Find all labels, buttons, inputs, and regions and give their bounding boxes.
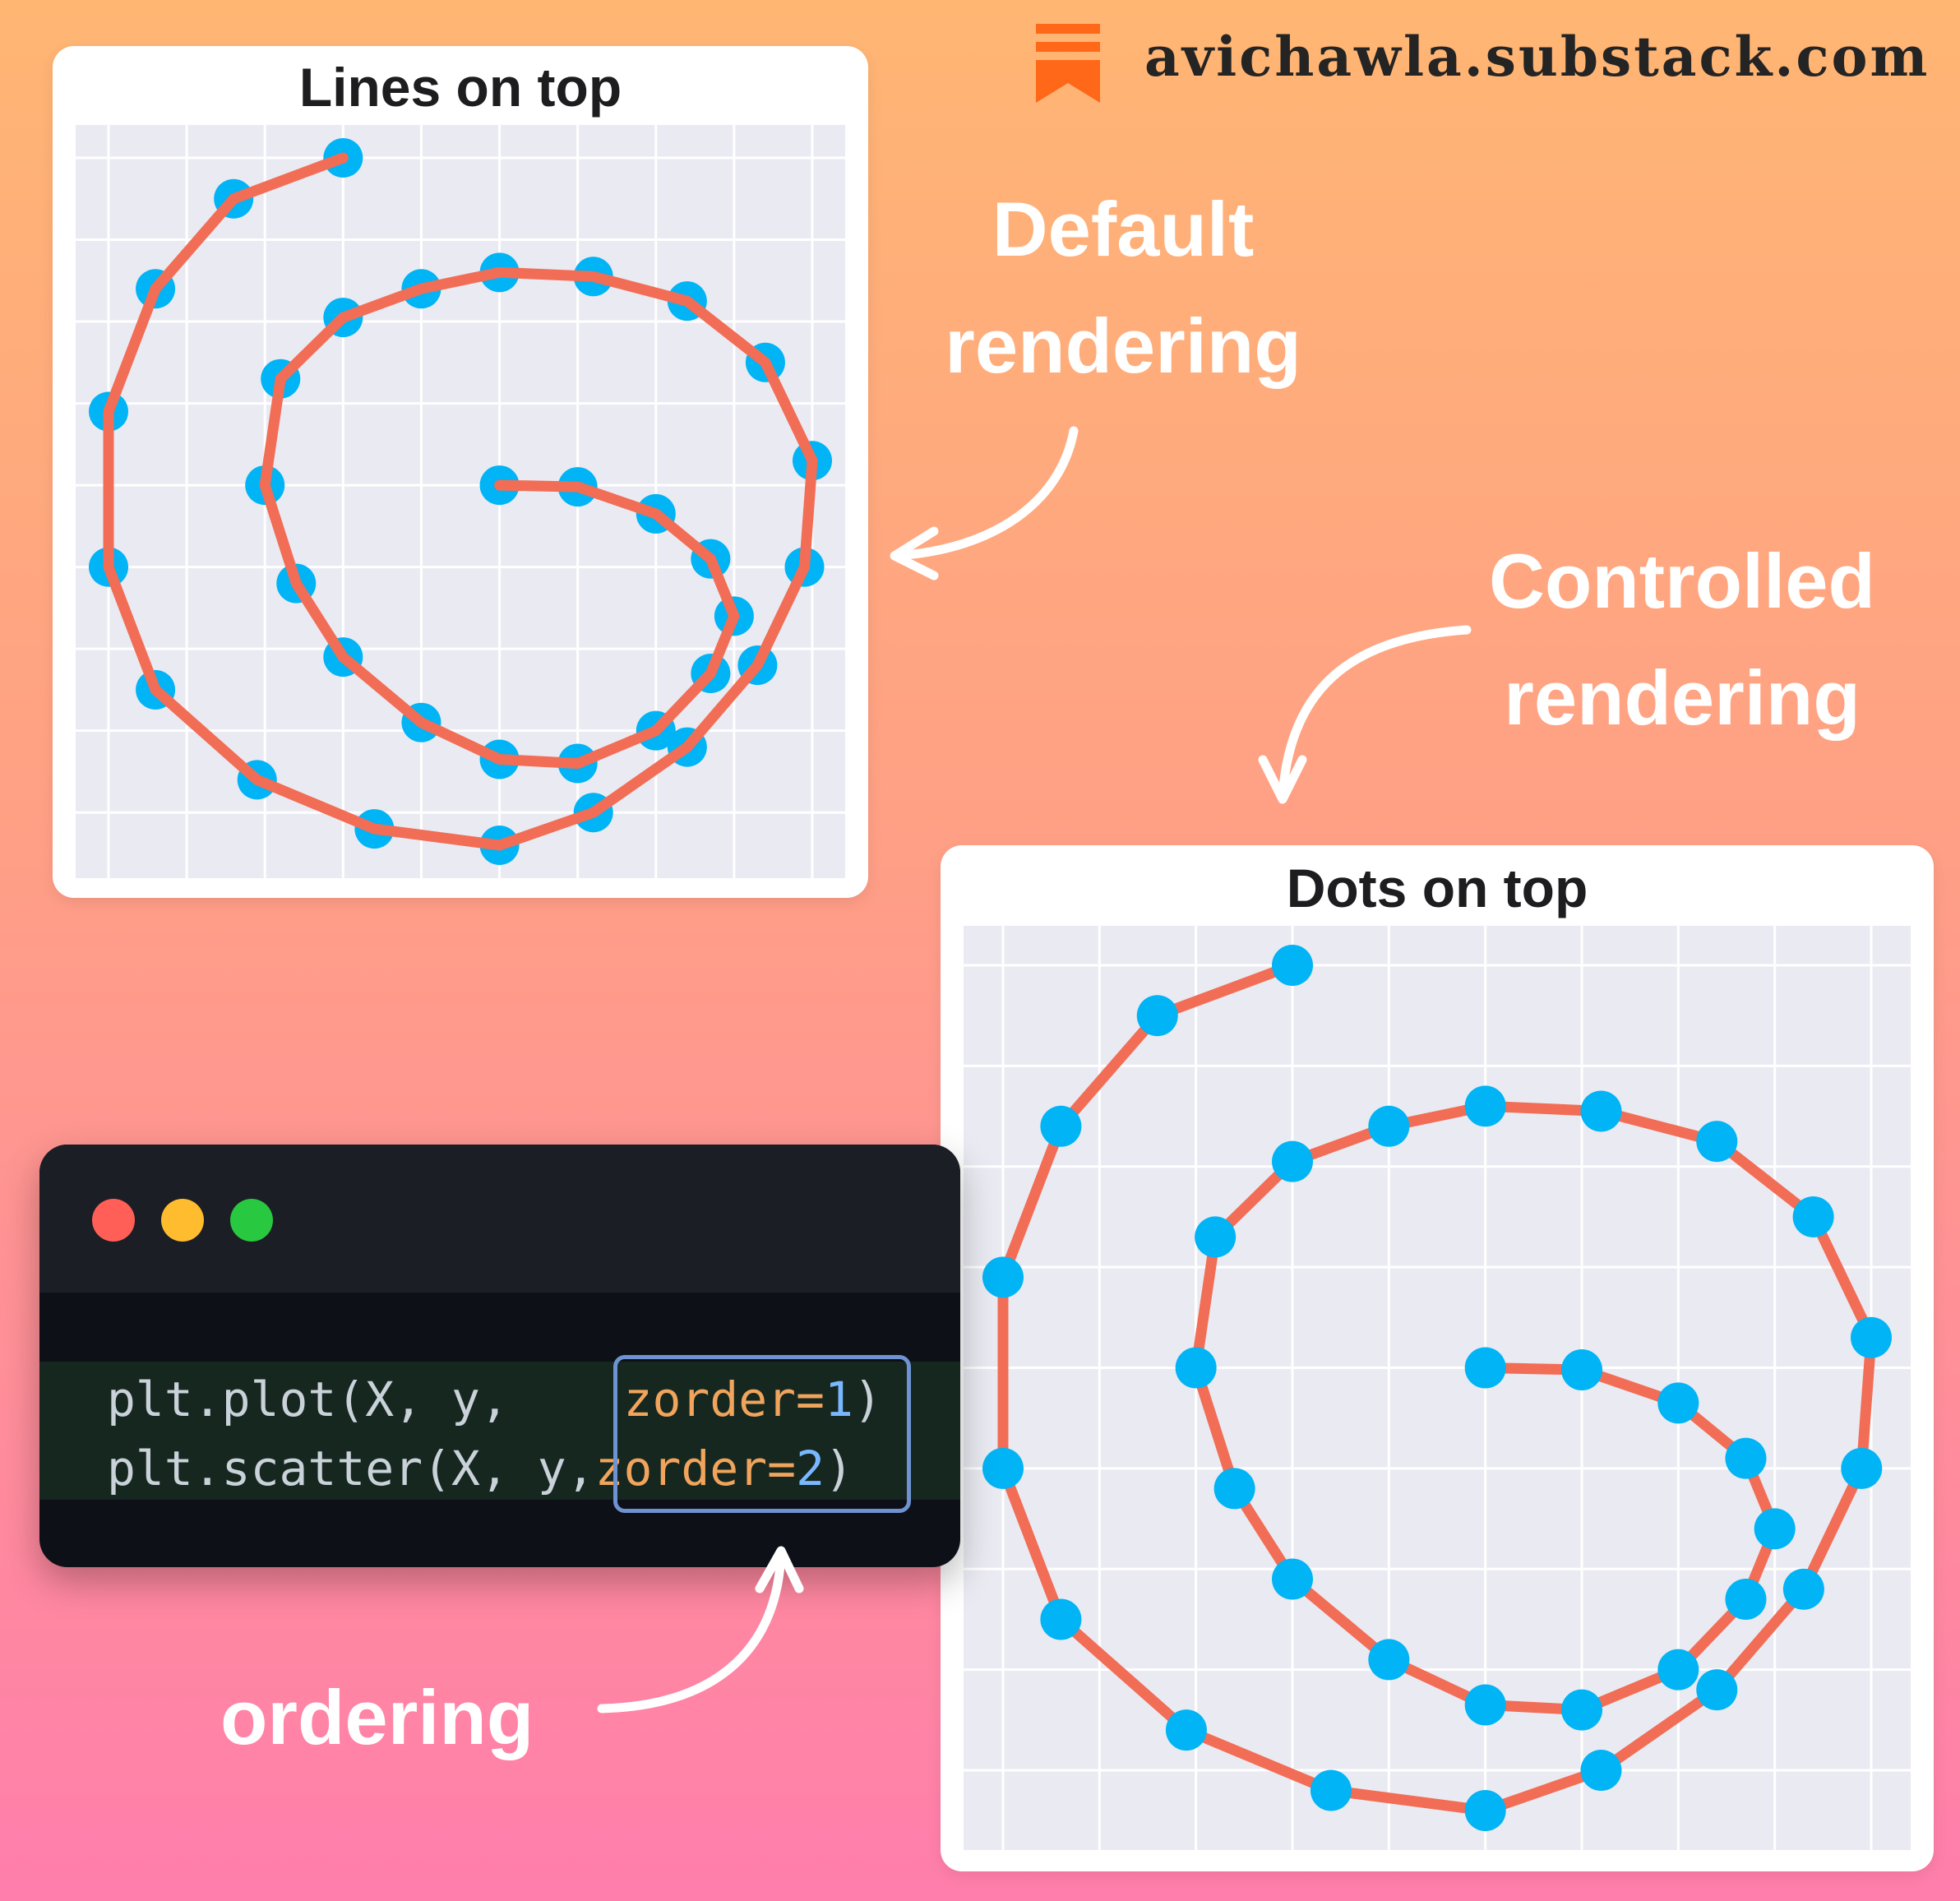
- data-point: [1040, 1598, 1082, 1640]
- maximize-dot-icon[interactable]: [230, 1199, 273, 1242]
- arrowhead-icon: [890, 526, 939, 580]
- chart-title: Dots on top: [1286, 858, 1588, 918]
- data-point: [1464, 1790, 1506, 1831]
- data-point: [1464, 1684, 1506, 1726]
- arrow-to-default-chart: [891, 426, 1079, 561]
- code-keyword: zorder=: [623, 1371, 825, 1427]
- substack-bookmark-icon: [1036, 24, 1100, 103]
- data-point: [982, 1256, 1024, 1298]
- data-point: [1040, 1105, 1082, 1147]
- data-point: [1657, 1649, 1699, 1691]
- series-points: [982, 945, 1892, 1831]
- arrowhead-icon: [1258, 755, 1307, 804]
- data-point: [1368, 1105, 1410, 1147]
- label-controlled-line1: Controlled: [1489, 538, 1875, 624]
- code-window-titlebar: [39, 1145, 960, 1293]
- arrowhead-icon: [755, 1546, 804, 1593]
- close-dot-icon[interactable]: [92, 1199, 135, 1242]
- data-point: [1580, 1090, 1622, 1132]
- plot-area-lines-on-top: [76, 125, 845, 878]
- code-line-plot: plt.plot(X, y, zorder=1): [107, 1371, 882, 1427]
- data-point: [1696, 1669, 1738, 1711]
- data-point: [1657, 1382, 1699, 1424]
- data-point: [1561, 1689, 1602, 1731]
- label-default-rendering: Default rendering: [942, 171, 1304, 405]
- code-text: ): [853, 1371, 882, 1427]
- data-point: [1175, 1347, 1217, 1389]
- brand-text: avichawla.substack.com: [1144, 25, 1930, 89]
- code-line-scatter: plt.scatter(X, y,zorder=2): [107, 1441, 853, 1496]
- chart-card-lines-on-top: Lines on top: [53, 46, 868, 898]
- data-point: [1464, 1347, 1506, 1389]
- data-point: [1165, 1709, 1207, 1751]
- plot-area-dots-on-top: [964, 926, 1911, 1850]
- data-point: [1310, 1769, 1352, 1811]
- data-point: [1841, 1447, 1883, 1489]
- arrow-to-zorder: [597, 1547, 786, 1714]
- data-point: [1272, 945, 1313, 986]
- data-point: [1696, 1121, 1738, 1163]
- data-point: [1580, 1750, 1622, 1792]
- data-point: [1725, 1437, 1767, 1479]
- data-point: [1368, 1639, 1410, 1681]
- data-point: [1213, 1468, 1255, 1510]
- data-point: [1136, 995, 1178, 1037]
- label-ordering: ordering: [220, 1674, 534, 1760]
- series-line: [103, 152, 818, 851]
- data-point: [1782, 1568, 1824, 1610]
- code-text: ): [824, 1441, 853, 1496]
- code-number: 2: [796, 1441, 825, 1496]
- code-highlight: [39, 1362, 960, 1500]
- zorder-highlight-box: [613, 1355, 911, 1513]
- chart-card-dots-on-top: Dots on top: [941, 845, 1934, 1871]
- data-point: [1272, 1140, 1313, 1182]
- label-controlled-rendering: Controlled rendering: [1477, 523, 1888, 756]
- plot-background: [76, 125, 845, 878]
- data-point: [1725, 1579, 1767, 1620]
- data-point: [1754, 1508, 1796, 1550]
- plot-background: [964, 926, 1911, 1850]
- arrow-to-controlled-chart: [1278, 625, 1472, 802]
- data-point: [1851, 1316, 1892, 1358]
- data-point: [1195, 1216, 1237, 1258]
- code-text: plt.scatter(X, y,: [107, 1441, 595, 1496]
- chart-title: Lines on top: [298, 57, 622, 118]
- minimize-dot-icon[interactable]: [161, 1199, 204, 1242]
- code-number: 1: [824, 1371, 853, 1427]
- label-default-line2: rendering: [945, 303, 1301, 389]
- label-controlled-line2: rendering: [1504, 654, 1861, 741]
- series-line: [997, 960, 1877, 1816]
- code-text: plt.plot(X, y,: [107, 1371, 624, 1427]
- data-point: [982, 1447, 1024, 1489]
- data-point: [1561, 1348, 1602, 1390]
- code-keyword: zorder=: [594, 1441, 797, 1496]
- data-point: [1272, 1558, 1313, 1600]
- label-default-line1: Default: [992, 186, 1255, 272]
- data-point: [1464, 1085, 1506, 1127]
- data-point: [1792, 1196, 1834, 1237]
